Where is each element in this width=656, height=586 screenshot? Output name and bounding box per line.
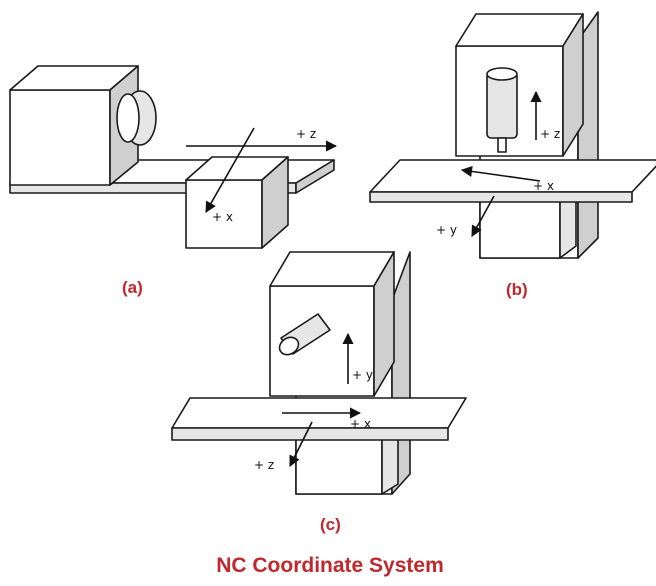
vmill-x-axis-label: + x xyxy=(533,179,554,193)
lathe-bed-side xyxy=(295,159,335,194)
diagram-a-lathe: + z + x (a) xyxy=(9,65,338,297)
hmill-z-axis-arrow xyxy=(289,421,313,468)
vmill-head-side xyxy=(562,13,584,157)
lathe-headstock-front xyxy=(9,89,111,186)
lathe-z-axis-label: + z xyxy=(296,127,316,141)
lathe-x-axis-label: + x xyxy=(212,210,233,224)
hmill-head-top xyxy=(269,251,395,287)
lathe-x-axis-arrow xyxy=(205,127,255,213)
hmill-x-axis-label: + x xyxy=(350,417,371,431)
hmill-y-axis-label: + y xyxy=(352,368,373,382)
vmill-spindle xyxy=(486,71,518,139)
figure-title: NC Coordinate System xyxy=(216,554,444,577)
vmill-table-top xyxy=(369,159,656,193)
vmill-x-axis-arrow xyxy=(460,165,541,182)
lathe-chuck-face xyxy=(116,93,140,143)
caption-b: (b) xyxy=(506,280,528,299)
vmill-z-axis-label: + z xyxy=(540,127,560,141)
hmill-table-front xyxy=(171,427,449,441)
caption-c: (c) xyxy=(320,515,341,534)
hmill-spindle-end xyxy=(278,336,300,356)
vmill-tool xyxy=(497,137,507,153)
vmill-y-axis-label: + y xyxy=(436,223,457,237)
hmill-head-side xyxy=(373,251,395,397)
diagram-c-horizontal-mill: + y + x + z (c) xyxy=(171,251,467,534)
caption-a: (a) xyxy=(122,278,143,297)
vmill-y-axis-arrow xyxy=(471,195,495,237)
vmill-knee-front xyxy=(479,195,561,259)
hmill-z-axis-label: + z xyxy=(254,458,274,472)
lathe-carriage-side xyxy=(261,156,289,249)
vmill-spindle-top xyxy=(486,67,518,81)
diagram-b-vertical-mill: + z + x + y (b) xyxy=(369,11,656,299)
vmill-table-front xyxy=(369,191,633,203)
vmill-head-top xyxy=(455,13,584,47)
